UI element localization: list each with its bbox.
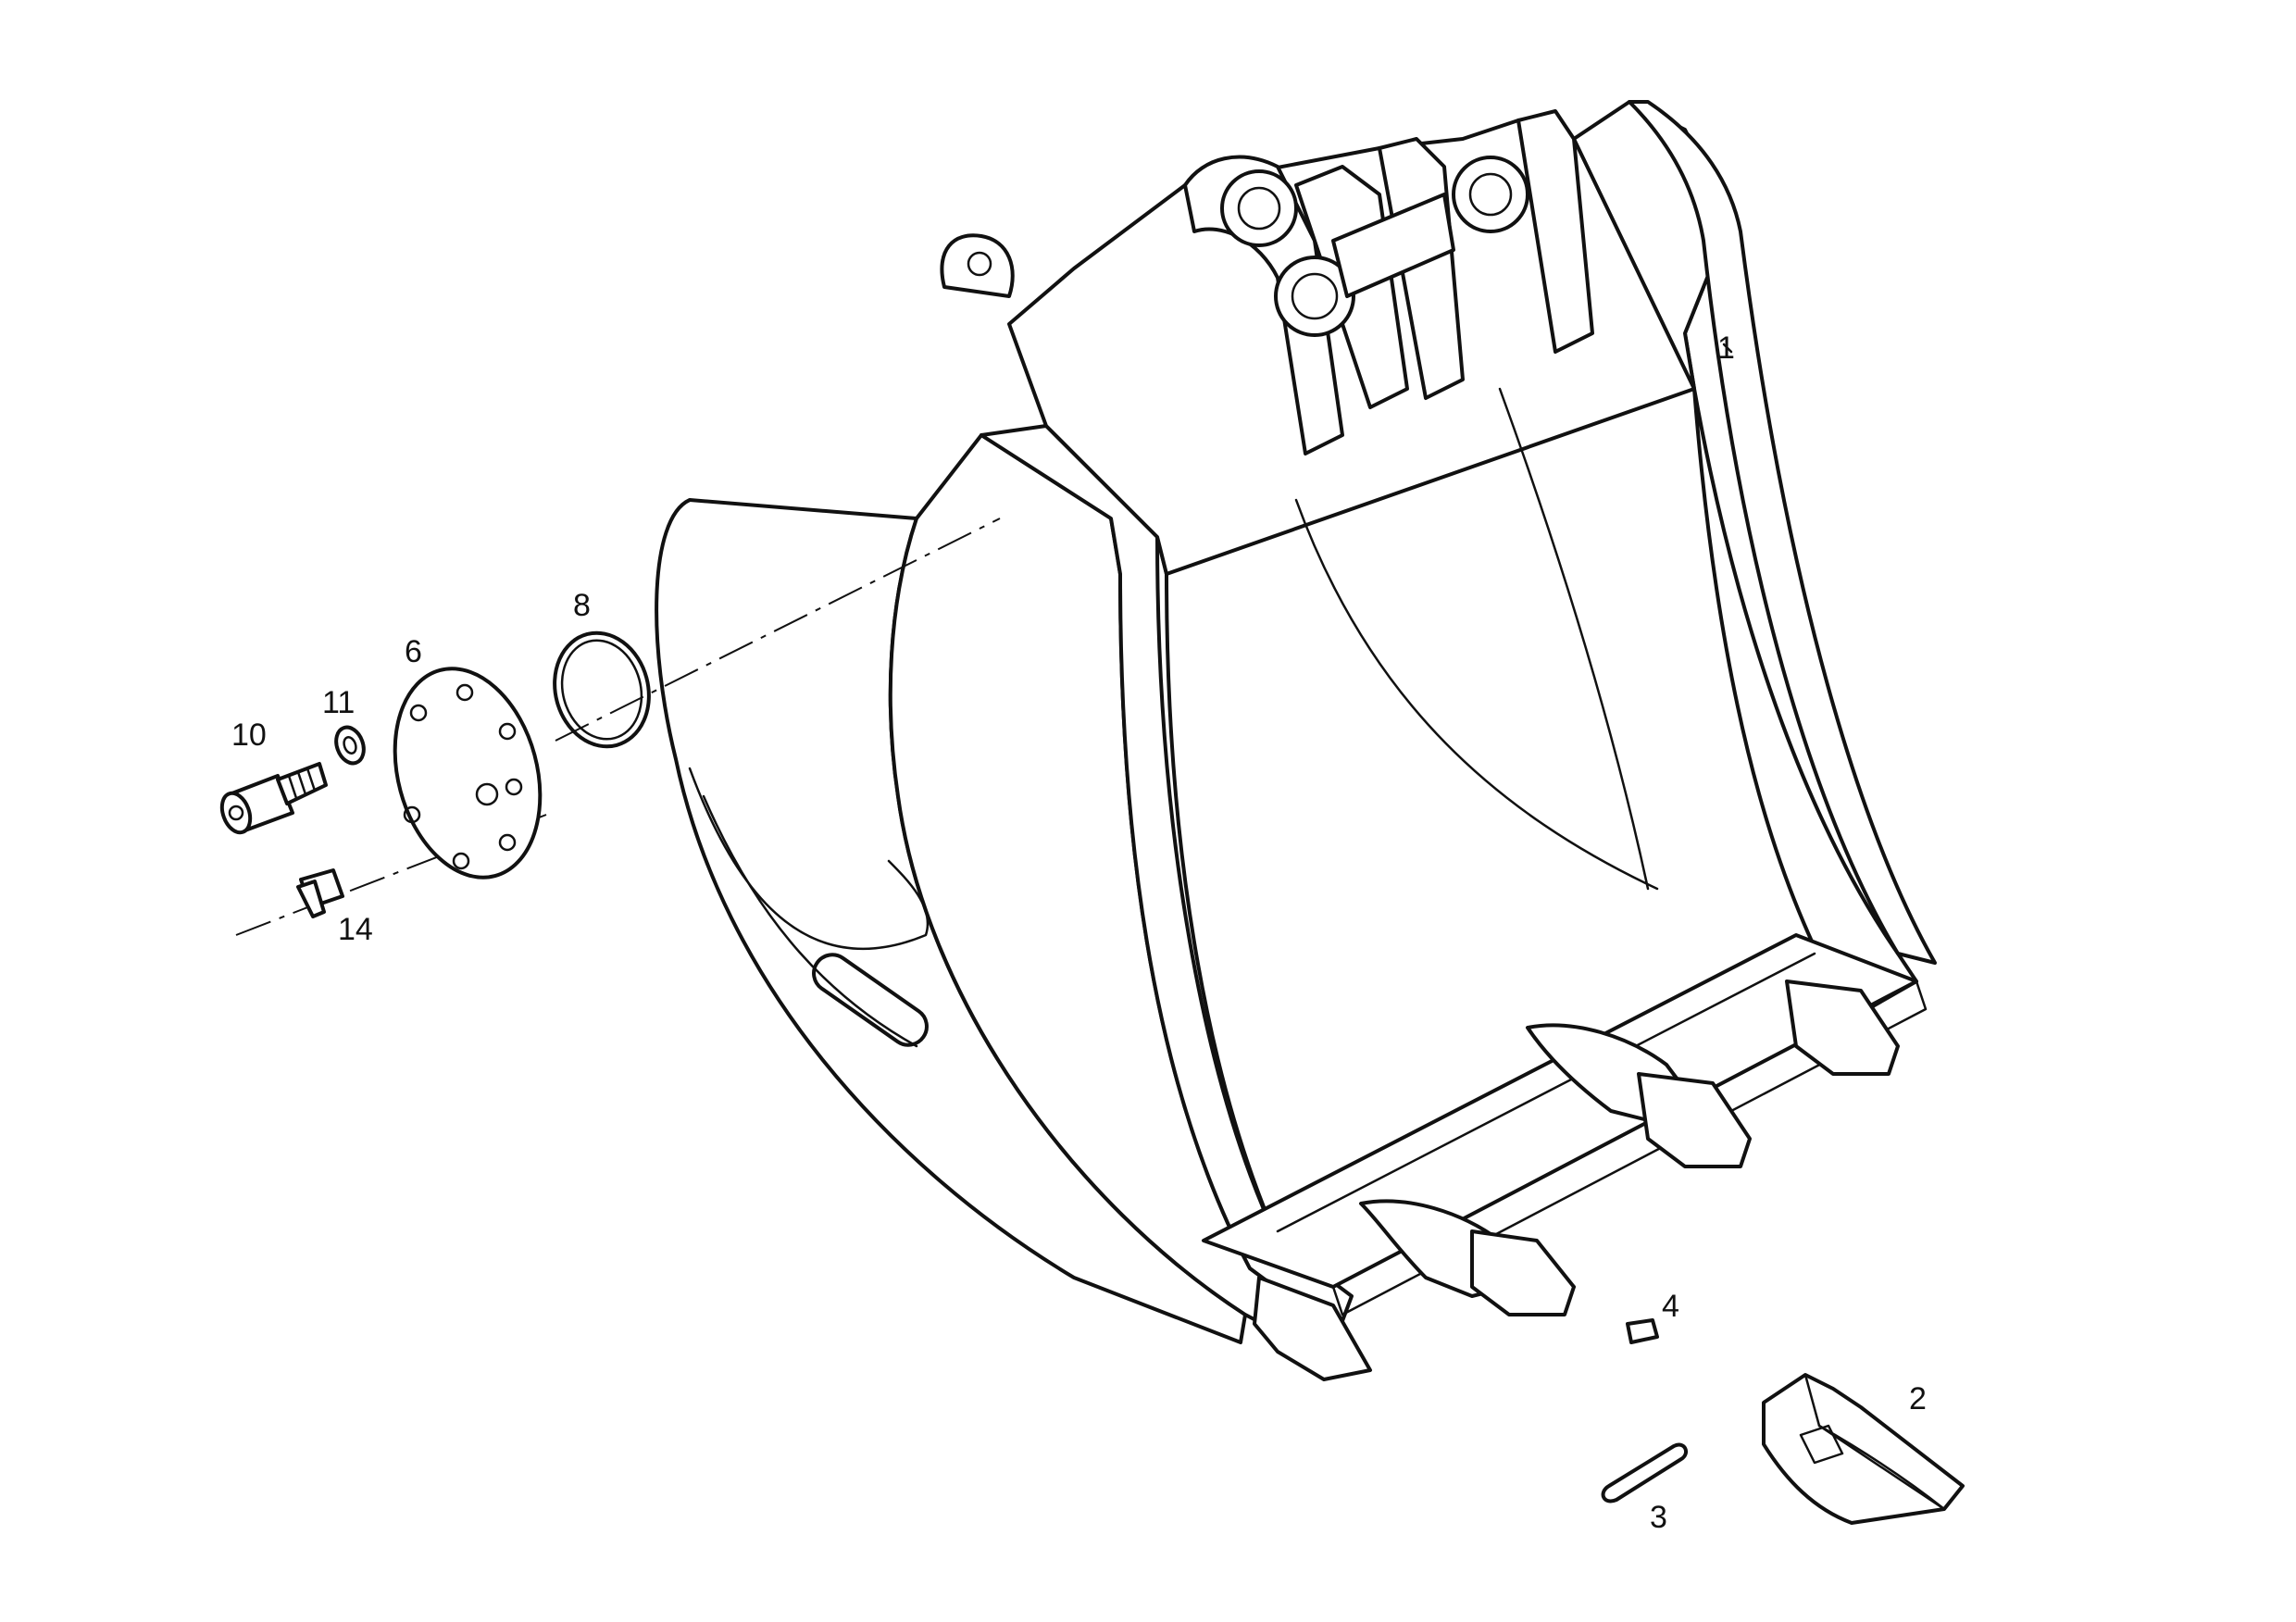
grease-nipple-part [296, 868, 344, 918]
cover-plate-part [393, 667, 543, 880]
tooth-part [1762, 1373, 1965, 1525]
tooth-adapters [1253, 979, 1900, 1381]
retainer-part [1626, 1318, 1659, 1344]
label-pin: 3 [1650, 1500, 1667, 1535]
label-washer: 11 [322, 685, 355, 720]
bolt-part [219, 762, 328, 835]
label-retainer: 4 [1662, 1289, 1679, 1324]
label-bolt: 10 [231, 717, 267, 753]
leader-lines [1722, 343, 1733, 354]
label-bucket: 1 [1717, 331, 1735, 366]
o-ring-part [553, 630, 651, 749]
label-grease-nipple: 14 [338, 912, 373, 947]
pin-part [1601, 1442, 1689, 1503]
label-tooth: 2 [1909, 1381, 1927, 1416]
washer-part [334, 725, 366, 766]
bucket-part [655, 100, 1937, 1363]
label-cover-plate: 6 [405, 634, 422, 669]
label-o-ring: 8 [573, 588, 591, 623]
